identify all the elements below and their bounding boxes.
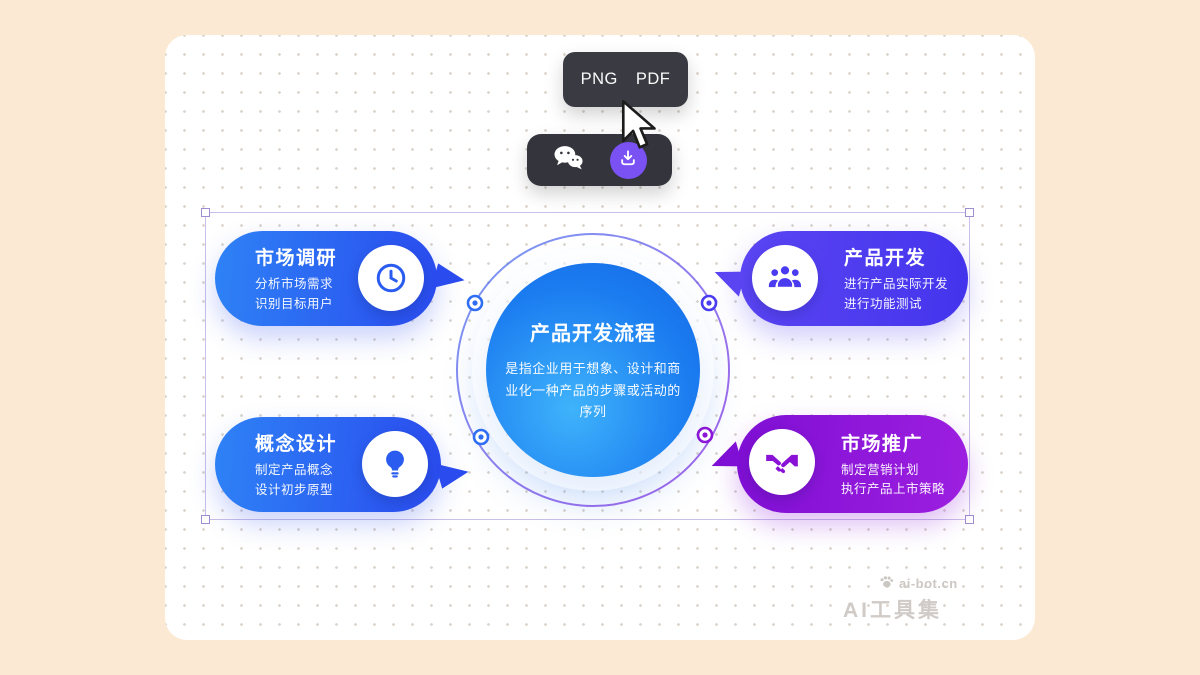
- node-title: 概念设计: [255, 434, 338, 456]
- selection-handle-bottom-right[interactable]: [965, 515, 974, 524]
- node-line: 进行产品实际开发: [844, 277, 949, 292]
- watermark-domain: ai-bot.cn: [899, 576, 958, 591]
- node-title: 产品开发: [844, 248, 927, 270]
- export-menu: PNG PDF: [563, 52, 688, 107]
- editor-canvas[interactable]: PNG PDF: [165, 35, 1035, 640]
- node-line: 识别目标用户: [255, 296, 334, 311]
- node-product-development[interactable]: 产品开发 进行产品实际开发 进行功能测试: [709, 231, 968, 326]
- node-line: 制定产品概念: [255, 463, 334, 478]
- handshake-icon: [749, 429, 815, 495]
- wechat-icon[interactable]: [552, 144, 584, 176]
- node-line: 执行产品上市策略: [841, 482, 946, 496]
- node-concept-design[interactable]: 概念设计 制定产品概念 设计初步原型: [215, 417, 472, 512]
- center-title: 产品开发流程: [530, 323, 656, 346]
- watermark-name: AI工具集: [843, 599, 942, 622]
- selection-handle-top-right[interactable]: [965, 208, 974, 217]
- selection-handle-top-left[interactable]: [201, 208, 210, 217]
- clock-icon: [358, 245, 424, 311]
- node-line: 进行功能测试: [844, 296, 923, 311]
- node-title: 市场推广: [841, 433, 924, 455]
- download-icon: [618, 148, 638, 173]
- node-title: 市场调研: [255, 248, 338, 270]
- center-description: 是指企业用于想象、设计和商业化一种产品的步骤或活动的序列: [505, 361, 681, 420]
- selection-frame: [201, 208, 974, 524]
- selection-handle-bottom-left[interactable]: [201, 515, 210, 524]
- paw-icon: [879, 575, 894, 592]
- watermark: ai-bot.cn AI工具集: [843, 575, 958, 624]
- node-marketing[interactable]: 市场推广 制定营销计划 执行产品上市策略: [706, 415, 968, 513]
- node-line: 分析市场需求: [255, 277, 334, 292]
- node-market-research[interactable]: 市场调研 分析市场需求 识别目标用户: [215, 231, 468, 326]
- cursor-icon: [620, 98, 666, 159]
- export-png-option[interactable]: PNG: [580, 70, 618, 88]
- node-line: 设计初步原型: [255, 482, 334, 497]
- connector-ring: [456, 233, 730, 507]
- center-node[interactable]: 产品开发流程 是指企业用于想象、设计和商业化一种产品的步骤或活动的序列: [486, 263, 700, 477]
- node-line: 制定营销计划: [841, 462, 920, 477]
- bulb-icon: [362, 431, 428, 497]
- team-icon: [752, 245, 818, 311]
- export-pdf-option[interactable]: PDF: [635, 70, 671, 88]
